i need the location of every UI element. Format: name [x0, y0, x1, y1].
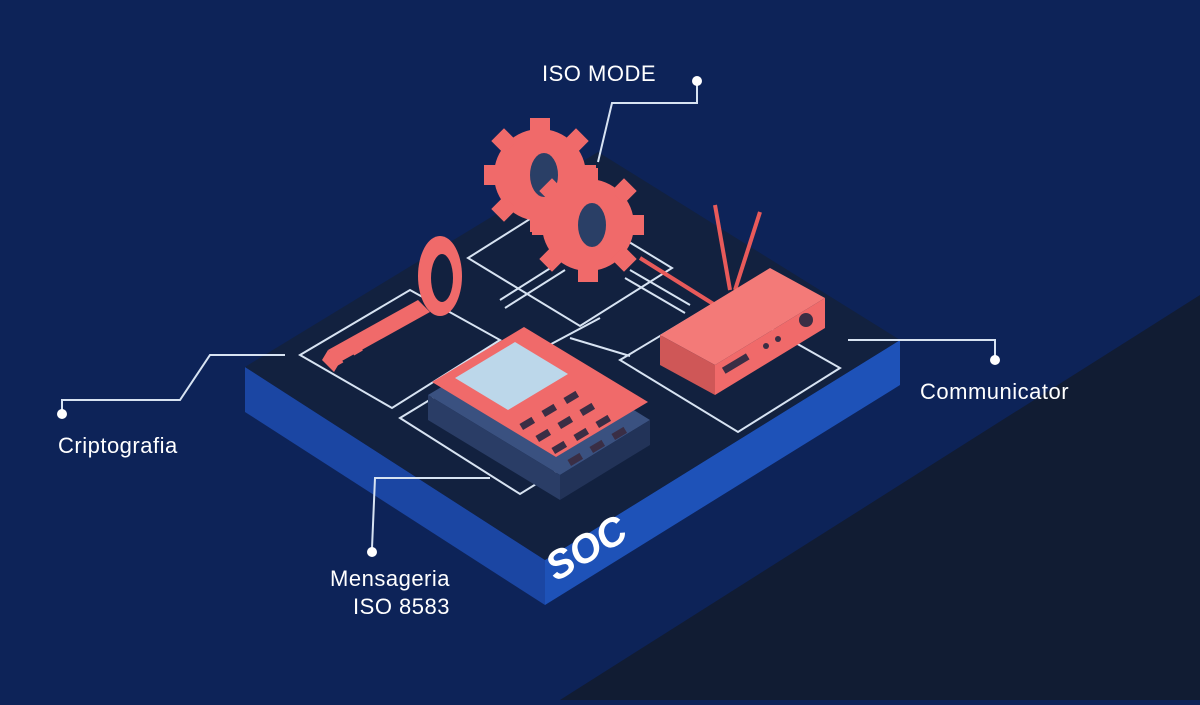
background-corner	[560, 295, 1200, 700]
gear-icon	[532, 168, 644, 282]
label-mensageria: Mensageria ISO 8583	[290, 565, 450, 621]
label-communicator: Communicator	[920, 379, 1070, 404]
label-iso-mode: ISO MODE	[542, 61, 657, 86]
label-criptografia: Criptografia	[58, 433, 178, 458]
callout-dots	[57, 76, 1000, 557]
key-icon	[322, 236, 462, 372]
chip-top	[245, 152, 900, 560]
callout-lines	[61, 83, 996, 549]
label-mensageria-line1: Mensageria	[330, 566, 450, 591]
router-icon	[638, 204, 825, 395]
chip-side-left	[245, 367, 545, 605]
chip-side-right	[545, 340, 900, 605]
pos-terminal-icon	[428, 327, 650, 500]
label-mensageria-line2: ISO 8583	[353, 594, 450, 619]
